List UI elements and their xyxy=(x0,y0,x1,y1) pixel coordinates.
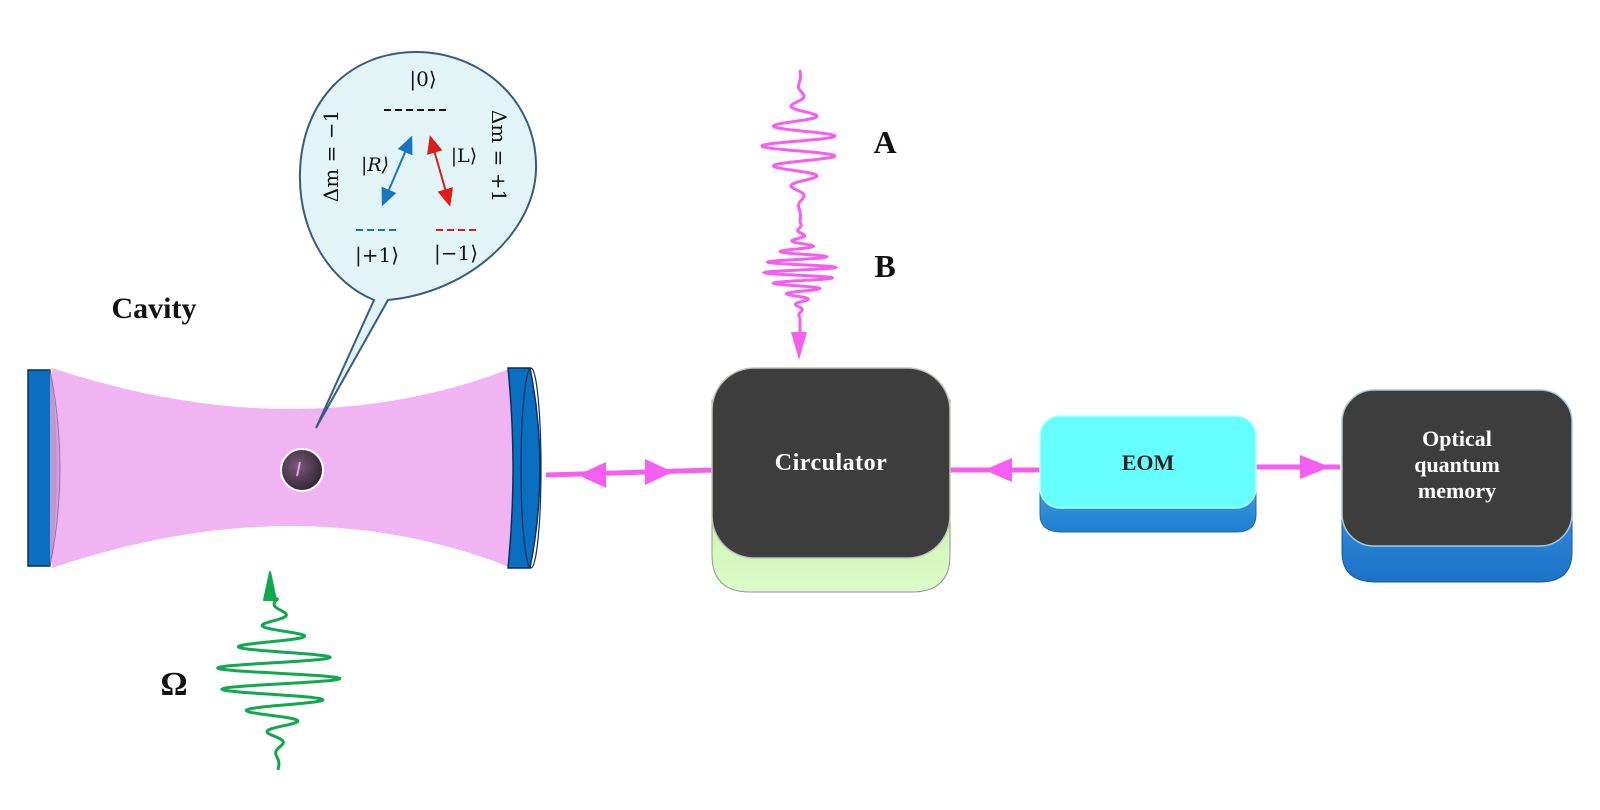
beam-arrow-to-circulator xyxy=(984,458,1012,482)
state-minus1-label: |−1⟩ xyxy=(434,241,478,266)
beam-arrow-right xyxy=(645,459,673,485)
left-mirror xyxy=(27,369,61,567)
input-pulses xyxy=(760,70,839,360)
pulse-a-label: A xyxy=(873,124,896,160)
memory-label-line1: Optical xyxy=(1422,426,1492,451)
cavity xyxy=(27,367,542,569)
state-top-label: |0⟩ xyxy=(409,67,436,92)
beam-eom-memory xyxy=(1256,455,1340,479)
delta-m-left-label: Δm = −1 xyxy=(319,110,343,202)
state-plus1-label: |+1⟩ xyxy=(355,243,399,268)
eom-label: EOM xyxy=(1122,450,1175,475)
circulator-box xyxy=(711,367,951,593)
control-pulse-wave xyxy=(215,597,342,771)
pol-l-label: |L⟩ xyxy=(451,145,477,167)
circulator-label: Circulator xyxy=(775,450,888,476)
memory-label-line3: memory xyxy=(1418,478,1496,503)
bubble-shape xyxy=(298,50,538,429)
input-pulse-arrowhead xyxy=(791,332,807,360)
beam-eom-circulator xyxy=(950,458,1040,482)
input-pulse-wave xyxy=(760,70,839,334)
omega-label: Ω xyxy=(160,666,187,703)
transition-l-arrow xyxy=(427,135,453,207)
delta-m-right-label: Δm = +1 xyxy=(487,110,511,202)
beam-arrow-to-memory xyxy=(1300,455,1330,479)
eom-box xyxy=(1039,415,1257,533)
right-mirror xyxy=(507,367,542,569)
beam-arrow-left xyxy=(578,462,606,488)
transition-r-arrow xyxy=(381,135,413,207)
pol-r-label: |R⟩ xyxy=(361,154,389,176)
control-pulse xyxy=(215,571,342,771)
memory-box xyxy=(1341,389,1573,583)
atom xyxy=(280,448,324,492)
cavity-label: Cavity xyxy=(112,292,197,325)
pulse-b-label: B xyxy=(874,248,895,284)
level-diagram-bubble: |0⟩ |+1⟩ |−1⟩ |R⟩ |L⟩ Δm = −1 Δm = +1 xyxy=(298,50,538,429)
control-pulse-arrowhead xyxy=(263,571,277,601)
beam-cavity-circulator xyxy=(545,459,716,488)
memory-label-line2: quantum xyxy=(1414,452,1500,477)
